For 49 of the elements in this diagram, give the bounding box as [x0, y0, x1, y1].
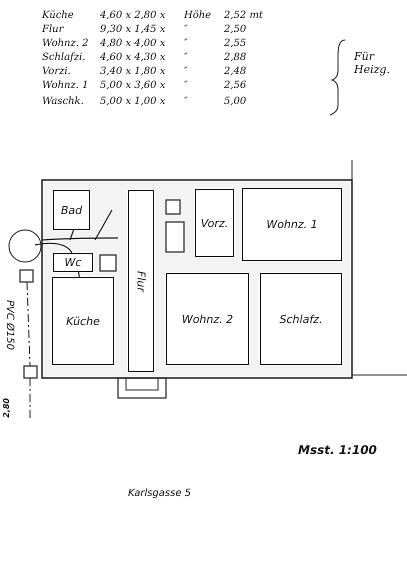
table-cell: ″	[184, 96, 188, 107]
table-cell: ″	[184, 38, 188, 49]
table-cell: Vorzi.	[42, 66, 71, 77]
table-cell: 5,00	[224, 96, 246, 107]
table-cell: 4,60 x 4,30 x	[100, 52, 166, 63]
table-cell: Schlafzi.	[42, 52, 86, 63]
table-cell: 5,00 x 1,00 x	[100, 96, 166, 107]
table-cell: ″	[184, 80, 188, 91]
table-cell: 2,88	[224, 52, 246, 63]
table-cell: 2,56	[224, 80, 246, 91]
note: Für Heizg.	[354, 50, 391, 76]
table-cell: 5,00 x 3,60 x	[100, 80, 166, 91]
table-cell: 4,80 x 4,00 x	[100, 38, 166, 49]
table-cell: Wohnz. 2	[42, 38, 88, 49]
room-label: Bad	[60, 204, 82, 216]
room-label: Wohnz. 1	[266, 218, 318, 231]
address-label: Karlsgasse 5	[128, 488, 192, 499]
room-outline	[260, 273, 342, 365]
room-label: Flur	[134, 270, 148, 292]
room-outline	[166, 273, 249, 365]
table-cell: 2,52 mt	[224, 10, 263, 21]
table-cell: Waschk.	[42, 96, 84, 107]
table-cell: Wohnz. 1	[42, 80, 88, 91]
table-cell: Flur	[42, 24, 64, 35]
room-label: Wc	[64, 256, 82, 269]
room-outline	[128, 190, 154, 372]
table-cell: ″	[184, 52, 188, 63]
table-cell: ″	[184, 24, 188, 35]
room-label: Wohnz. 2	[182, 312, 234, 326]
room-label: Schlafz.	[280, 312, 322, 326]
room-outline	[53, 190, 90, 230]
room-outline	[53, 253, 93, 272]
room-outline	[195, 189, 234, 257]
table-cell: 2,48	[224, 66, 246, 77]
room-label: Küche	[66, 314, 100, 328]
table-cell: 4,60 x 2,80 x	[100, 10, 166, 21]
table-cell: Küche	[42, 10, 74, 21]
table-cell: Höhe	[184, 10, 212, 21]
room-outline	[52, 277, 114, 365]
pipe-label: PVC Ø150	[4, 300, 15, 350]
room-outline	[242, 188, 342, 261]
table-cell: 9,30 x 1,45 x	[100, 24, 166, 35]
room-label: Vorz.	[200, 216, 228, 230]
table-cell: 2,55	[224, 38, 246, 49]
table-cell: 2,50	[224, 24, 246, 35]
scale-label: Msst. 1:100	[298, 443, 377, 457]
table-cell: 3,40 x 1,80 x	[100, 66, 166, 77]
dimension-label: 2,80	[2, 398, 11, 418]
table-cell: ″	[184, 66, 188, 77]
